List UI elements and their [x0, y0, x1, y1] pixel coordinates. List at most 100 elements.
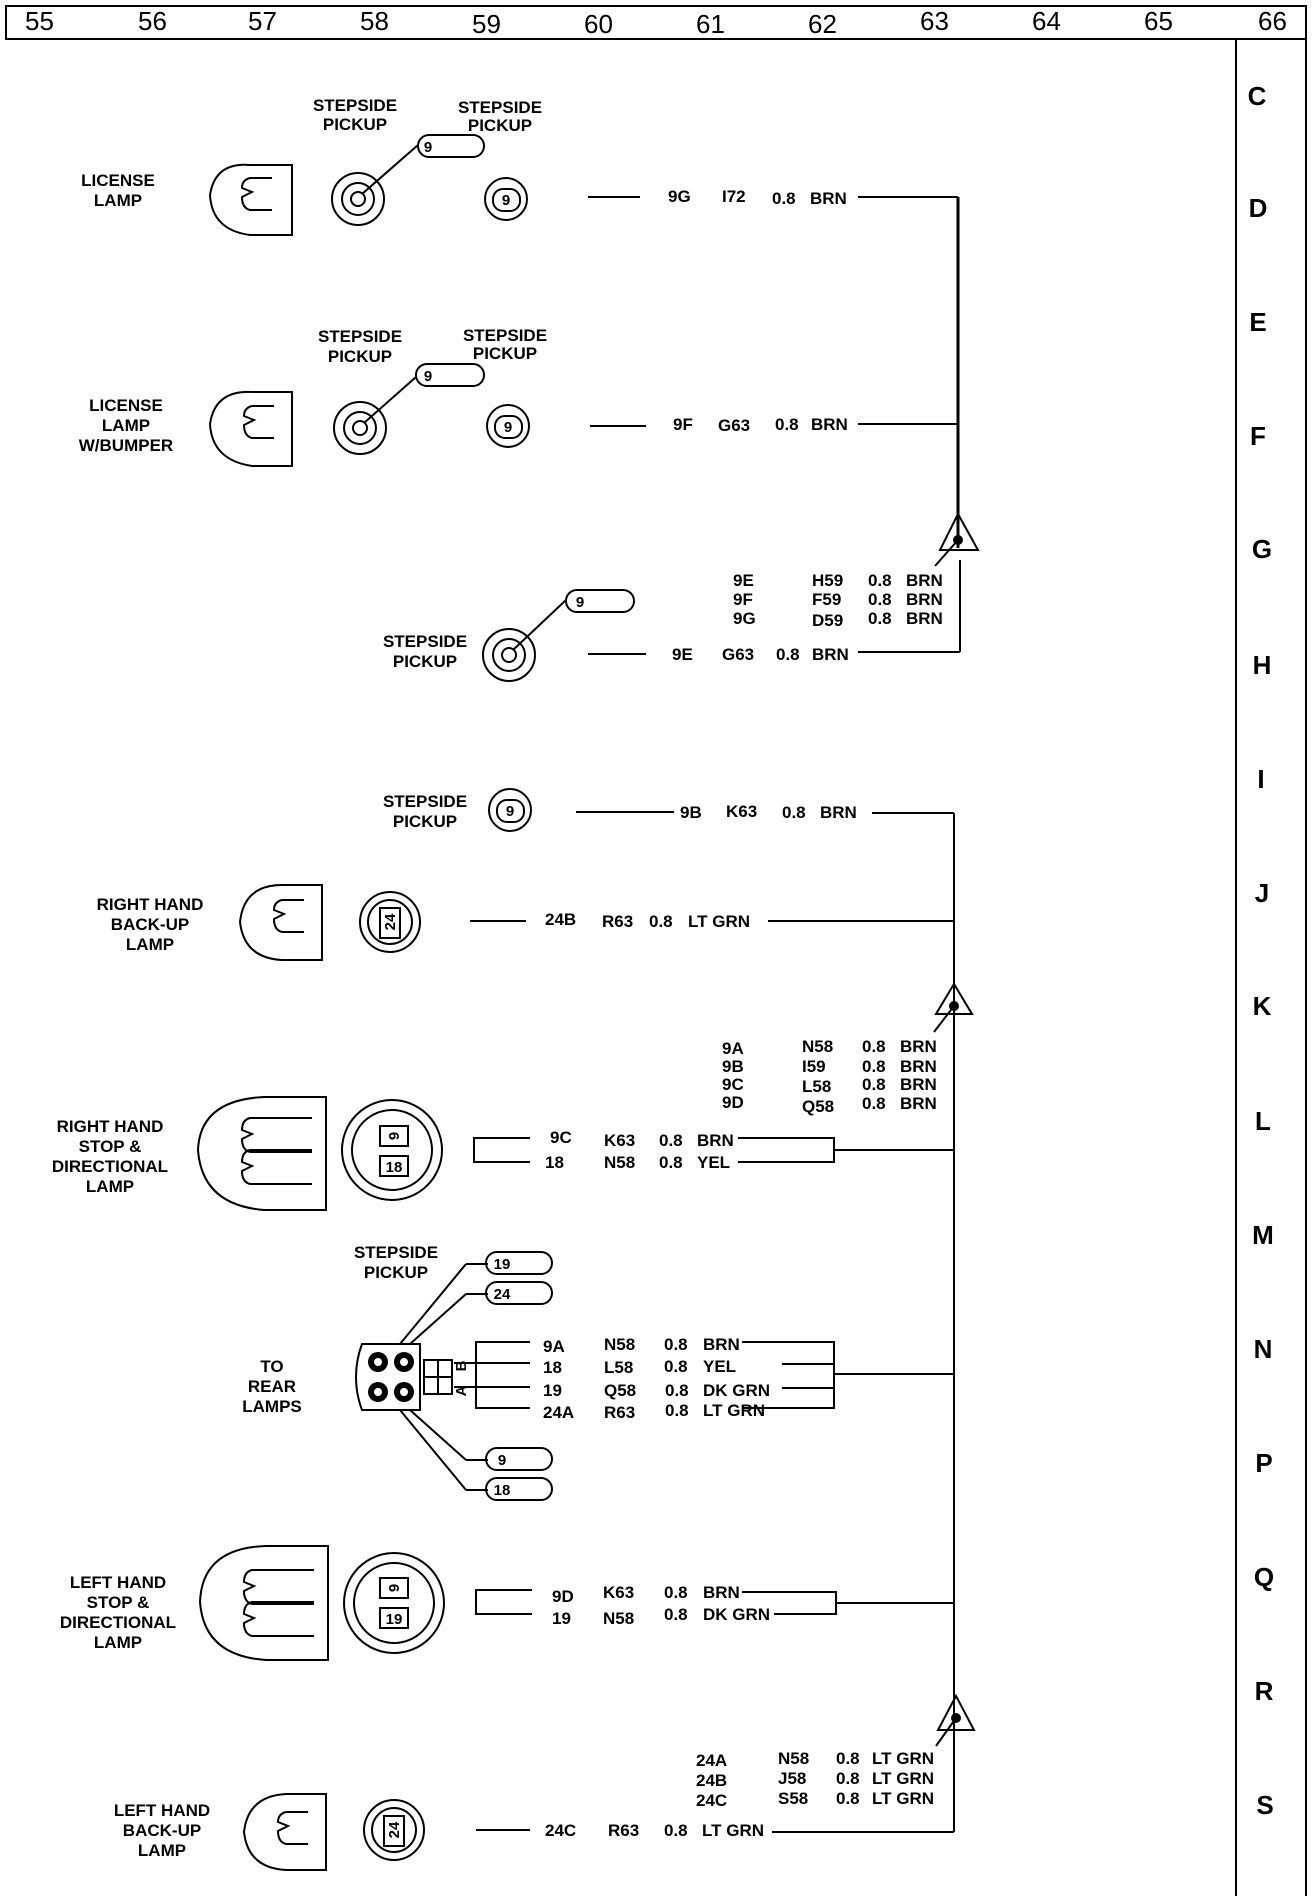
grid-row-label: S [1256, 1790, 1273, 1820]
wire-size: 0.8 [775, 415, 799, 434]
splice-size: 0.8 [862, 1094, 886, 1113]
grid-column-labels: 55 56 57 58 59 60 61 62 63 64 65 66 [25, 6, 1287, 39]
rh-stop-group: RIGHT HAND STOP & DIRECTIONAL LAMP 9 18 … [52, 1096, 954, 1211]
lamp-housing-icon [208, 390, 293, 467]
stepside-label: STEPSIDE [458, 98, 542, 117]
grid-row-label: F [1250, 421, 1266, 451]
splice-circuit: I59 [802, 1057, 826, 1076]
pin-tag-label: 18 [494, 1482, 511, 1499]
to-rear-group: STEPSIDE PICKUP TO REAR LAMPS B A 19 24 … [242, 1243, 954, 1501]
splice-circuit: D59 [812, 611, 843, 630]
lh-stop-label: STOP & [87, 1593, 150, 1612]
splice-size: 0.8 [836, 1749, 860, 1768]
rh-backup-group: RIGHT HAND BACK-UP LAMP 24 24B R63 0.8 L… [97, 884, 954, 961]
splice-color: LT GRN [872, 1769, 934, 1788]
splice-size: 0.8 [862, 1075, 886, 1094]
grid-col-label: 59 [472, 9, 501, 39]
wire-color: YEL [703, 1357, 736, 1376]
wire-circuit: R63 [602, 912, 633, 931]
round-connector-pin-icon [501, 647, 517, 663]
splice-size: 0.8 [836, 1769, 860, 1788]
pin-cavity-icon [496, 799, 525, 823]
pin-cavity-icon [379, 907, 401, 939]
round-connector-icon [488, 788, 532, 832]
wire-size: 0.8 [664, 1583, 688, 1602]
round-connector-ring-icon [351, 1109, 433, 1191]
wire-pin: 9E [672, 645, 693, 664]
round-connector-icon [341, 1099, 443, 1201]
splice-bus-k [933, 813, 974, 1800]
round-connector-ring-icon [341, 182, 375, 216]
splice-triangle-icon [936, 1693, 976, 1731]
splice-color: BRN [906, 609, 943, 628]
leader-line [512, 599, 567, 651]
stepside-label: PICKUP [468, 116, 532, 135]
splice-triangle-icon [938, 511, 980, 551]
leader-line [409, 1293, 467, 1345]
pin-cavity-label: 24 [382, 913, 399, 930]
grid-row-label: M [1252, 1220, 1274, 1250]
splice-pin: 24B [696, 1771, 727, 1790]
pin-tag-icon [485, 1251, 553, 1275]
round-connector-ring-icon [353, 1562, 435, 1644]
lamp-socket-icon [240, 1117, 312, 1153]
license-bumper-label: LAMP [102, 416, 150, 435]
rh-backup-label: LAMP [126, 935, 174, 954]
wire-color: YEL [697, 1153, 730, 1172]
wire-circuit: K63 [603, 1583, 634, 1602]
pin-socket-center [374, 1388, 382, 1396]
round-connector-icon [333, 401, 387, 455]
pin-cavity-icon [379, 1577, 409, 1599]
pin-cavity-label: 9 [502, 192, 510, 209]
wire-pin: 9B [680, 803, 702, 822]
lh-backup-label: BACK-UP [123, 1821, 201, 1840]
license-bumper-label: W/BUMPER [79, 436, 173, 455]
grid-col-label: 63 [920, 6, 949, 36]
wire-color: BRN [703, 1335, 740, 1354]
grid-row-label: P [1255, 1448, 1272, 1478]
round-connector-icon [482, 628, 536, 682]
leader-line [399, 1263, 467, 1345]
splice-color: BRN [906, 571, 943, 590]
grid-col-label: 66 [1258, 6, 1287, 36]
wire-color: BRN [820, 803, 857, 822]
splice-pin: 24C [696, 1791, 727, 1810]
pin-tag-icon [485, 1447, 553, 1471]
wire-pin: 9F [673, 415, 693, 434]
wire-size: 0.8 [665, 1381, 689, 1400]
stepside-label: PICKUP [393, 812, 457, 831]
splice-size: 0.8 [836, 1789, 860, 1808]
wire-circuit: K63 [726, 802, 757, 821]
grid-row-label: C [1248, 81, 1267, 111]
splice-circuit: S58 [778, 1789, 808, 1808]
lamp-socket-icon [242, 1601, 314, 1637]
lh-backup-label: LEFT HAND [114, 1801, 210, 1820]
grid-row-label: J [1255, 878, 1269, 908]
wire-bracket [475, 1341, 530, 1409]
round-connector-icon [359, 891, 421, 953]
lamp-socket-icon [240, 177, 272, 211]
splice-leader [933, 1005, 955, 1033]
license-lamp-bumper-group: LICENSE LAMP W/BUMPER STEPSIDE PICKUP ST… [79, 326, 958, 467]
wire-pin: 9D [552, 1587, 574, 1606]
wire-size: 0.8 [664, 1605, 688, 1624]
pin-tag-label: 9 [498, 1452, 506, 1469]
splice-color: BRN [900, 1037, 937, 1056]
splice-leader [934, 539, 959, 567]
pin-socket-center [400, 1388, 408, 1396]
splice-color: LT GRN [872, 1749, 934, 1768]
lh-stop-group: LEFT HAND STOP & DIRECTIONAL LAMP 9 19 9… [60, 1545, 954, 1661]
stepside-label: STEPSIDE [318, 327, 402, 346]
wire-size: 0.8 [782, 803, 806, 822]
pin-tag-icon [485, 1477, 553, 1501]
wire-size: 0.8 [665, 1401, 689, 1420]
wire-pin: 18 [543, 1358, 562, 1377]
round-connector-ring-icon [371, 1807, 417, 1853]
splice-color: BRN [900, 1094, 937, 1113]
license-bumper-label: LICENSE [89, 396, 163, 415]
pin-tag-label: 9 [424, 139, 432, 156]
grid-col-label: 64 [1032, 6, 1061, 36]
leader-line [409, 1409, 467, 1461]
wire-color: LT GRN [688, 912, 750, 931]
grid-col-label: 65 [1144, 6, 1173, 36]
